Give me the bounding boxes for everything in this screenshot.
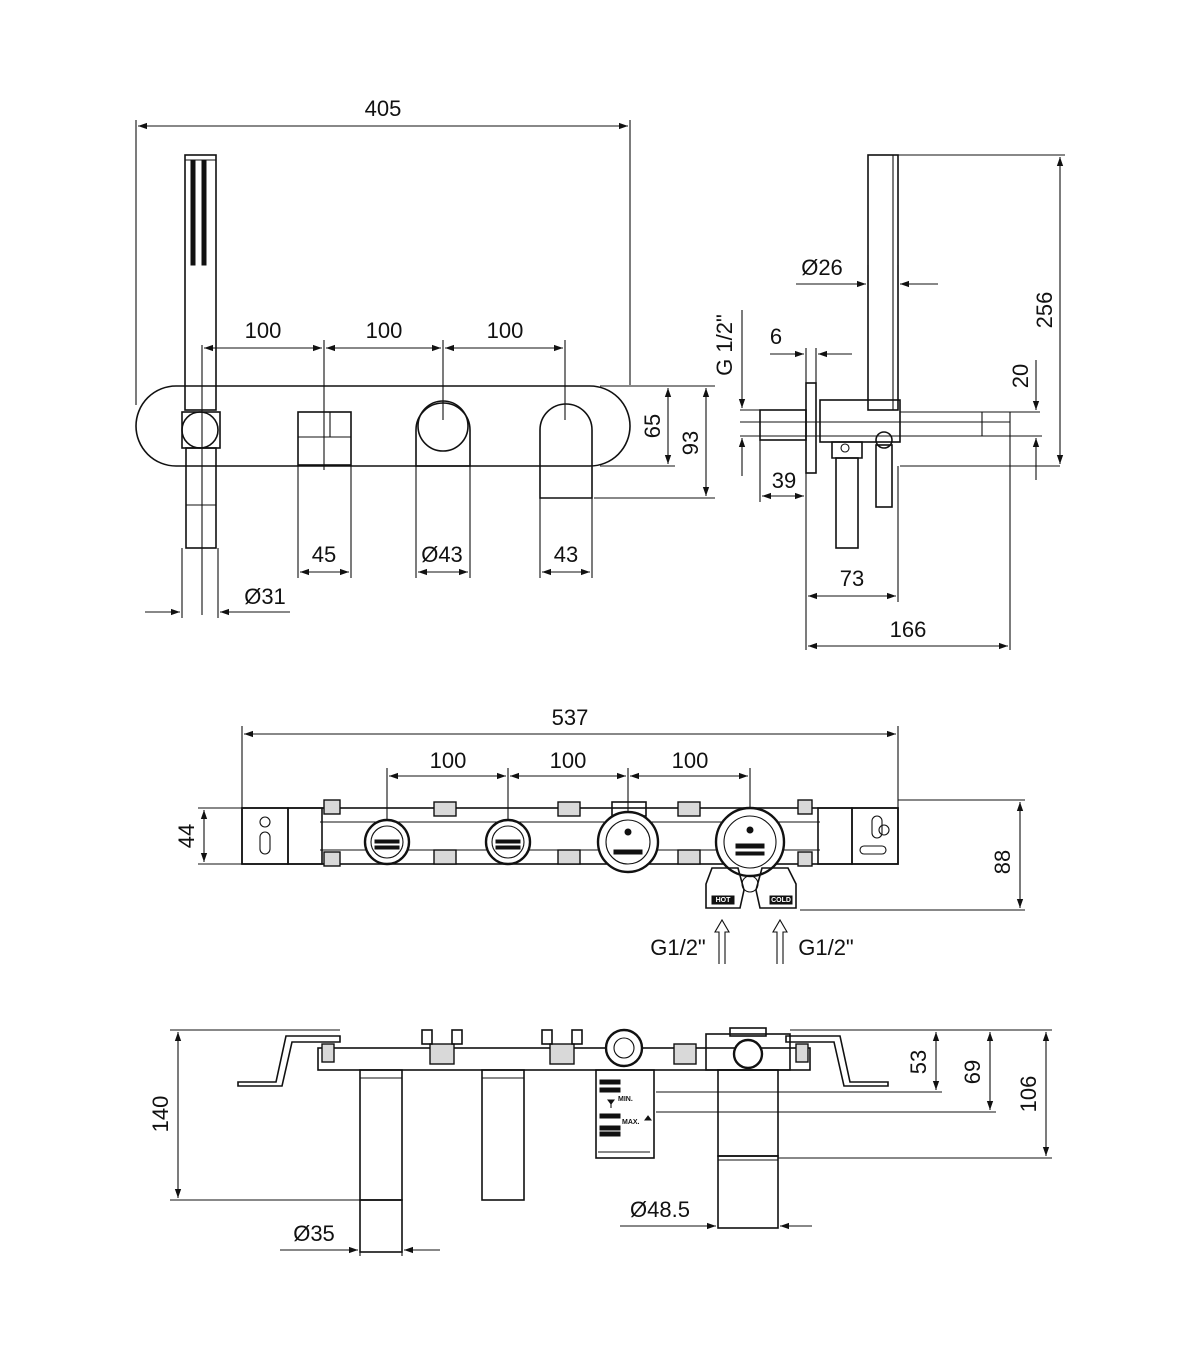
dim-box-44: 44 — [174, 807, 242, 865]
inlet-right-label: G1/2" — [798, 935, 854, 960]
dim-box-100-b: 100 — [550, 748, 587, 773]
dim-front-45: 45 — [312, 542, 336, 567]
dim-box-88-label: 88 — [990, 850, 1015, 874]
valve-4-mixer — [714, 806, 786, 878]
wall-plate — [135, 385, 631, 467]
dim-handshower-d31: Ø31 — [145, 548, 290, 618]
dim-heights-front: 65 93 — [594, 385, 715, 499]
dim-side-166-label: 166 — [890, 617, 927, 642]
valve-2 — [484, 818, 532, 866]
sleeve-1 — [359, 1069, 403, 1253]
valve-1 — [363, 818, 411, 866]
label-hot: HOT — [716, 897, 732, 904]
dim-side-20: 20 — [1008, 360, 1042, 480]
front-view: 405 — [135, 96, 715, 618]
dim-side-166: 166 — [808, 617, 1008, 650]
dim-front-43: 43 — [554, 542, 578, 567]
dim-front-d43: Ø43 — [421, 542, 463, 567]
dim-front-93: 93 — [678, 431, 703, 455]
side-hand-shower — [819, 154, 901, 549]
side-view: Ø26 256 20 G 1/2" 6 — [712, 154, 1065, 650]
dim-overall-405: 405 — [135, 96, 631, 405]
dim-side-thread-label: G 1/2" — [712, 314, 737, 376]
dim-spacing-front: 100 100 100 — [201, 318, 566, 615]
dim-front-100-c: 100 — [487, 318, 524, 343]
dim-section-d485-label: Ø48.5 — [630, 1197, 690, 1222]
dim-405-label: 405 — [365, 96, 402, 121]
dim-box-537-label: 537 — [552, 705, 589, 730]
inlet-left-label: G1/2" — [650, 935, 706, 960]
dim-box-100-a: 100 — [430, 748, 467, 773]
dim-section-106-label: 106 — [1016, 1076, 1041, 1113]
dim-side-73: 73 — [808, 466, 899, 602]
mixer-lever — [539, 403, 593, 499]
box-top-view: 537 — [174, 705, 1025, 964]
section-bracket-left — [237, 1035, 341, 1087]
dim-box-100-c: 100 — [672, 748, 709, 773]
dim-front-100-a: 100 — [245, 318, 282, 343]
dim-side-thread: G 1/2" — [712, 310, 746, 476]
box-section-view: MIN. MAX. 140 — [148, 1027, 1052, 1256]
inlet-blocks: HOT COLD — [705, 867, 797, 909]
dim-side-6: 6 — [770, 324, 852, 383]
dim-box-537: 537 — [241, 705, 899, 808]
section-fittings — [321, 1027, 809, 1071]
dim-side-d26-label: Ø26 — [801, 255, 843, 280]
end-bracket-right — [817, 807, 899, 865]
cartridge-body — [717, 1069, 779, 1229]
rail-clips — [323, 799, 813, 867]
side-plate-and-pipe — [740, 382, 1060, 650]
dim-side-6-label: 6 — [770, 324, 782, 349]
dim-section-d485: Ø48.5 — [620, 1197, 812, 1230]
dim-box-spacing: 100 100 100 — [386, 748, 751, 820]
dim-side-20-label: 20 — [1008, 364, 1033, 388]
dim-widths-front: 45 Ø43 43 — [297, 466, 593, 578]
dim-side-73-label: 73 — [840, 566, 864, 591]
dim-section-140-label: 140 — [148, 1096, 173, 1133]
dim-front-65: 65 — [640, 414, 665, 438]
dim-box-44-label: 44 — [174, 824, 199, 848]
valve-3 — [596, 801, 660, 874]
dim-front-d31: Ø31 — [244, 584, 286, 609]
label-cold: COLD — [771, 897, 791, 904]
sleeve-2 — [481, 1069, 525, 1201]
dim-section-d35-label: Ø35 — [293, 1221, 335, 1246]
dim-side-39-label: 39 — [772, 468, 796, 493]
inlet-arrows: G1/2" G1/2" — [650, 918, 854, 964]
dim-section-140: 140 — [148, 1029, 360, 1201]
dim-side-256: 256 — [898, 154, 1065, 464]
dim-side-256-label: 256 — [1032, 292, 1057, 329]
label-min: MIN. — [618, 1096, 633, 1103]
dim-side-d26: Ø26 — [796, 255, 938, 290]
dim-section-69-label: 69 — [960, 1060, 985, 1084]
dim-side-39: 39 — [759, 440, 807, 650]
dim-box-88: 88 — [800, 799, 1025, 911]
dim-section-53-label: 53 — [906, 1050, 931, 1074]
depth-gauge-box: MIN. MAX. — [595, 1069, 655, 1159]
section-bracket-right — [785, 1035, 889, 1087]
dim-section-d35: Ø35 — [280, 1221, 440, 1256]
end-bracket-left — [241, 807, 323, 865]
label-max: MAX. — [622, 1119, 640, 1126]
dim-front-100-b: 100 — [366, 318, 403, 343]
hand-shower — [181, 154, 221, 549]
dim-section-right: 53 69 106 — [656, 1029, 1052, 1159]
